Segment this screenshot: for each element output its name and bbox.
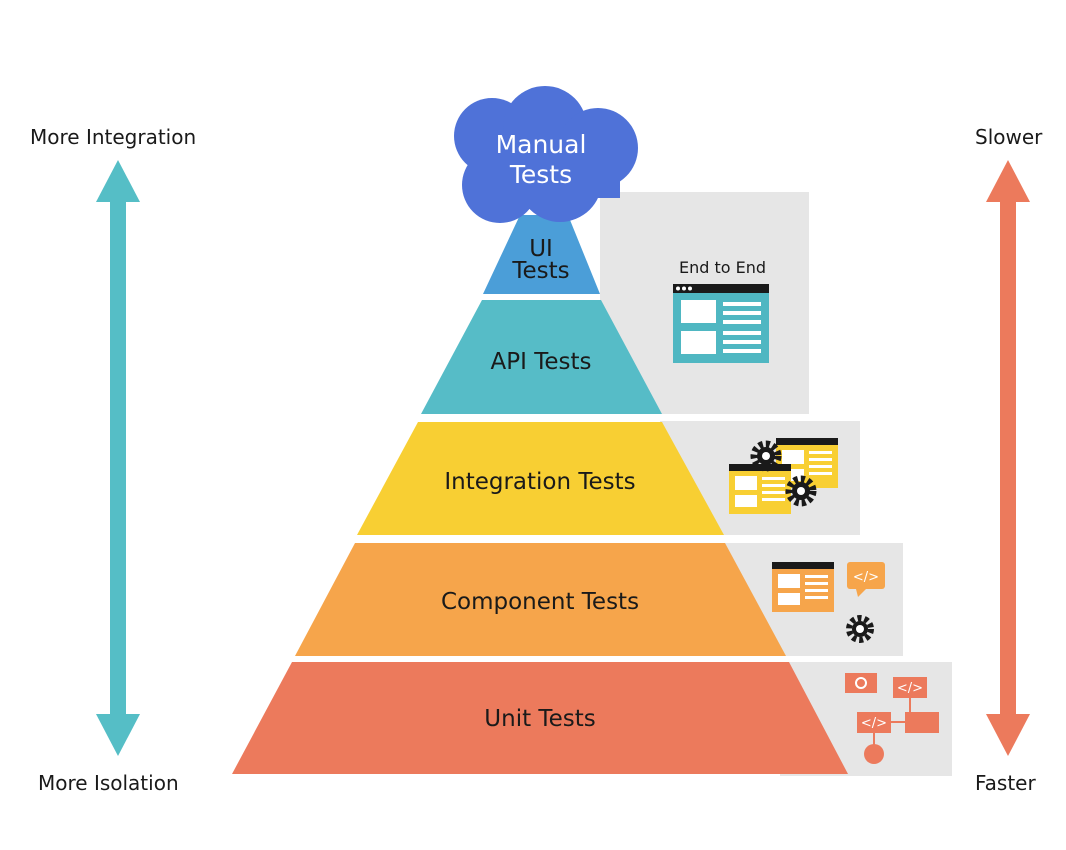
gear-icon	[750, 440, 782, 472]
gear-icon	[785, 475, 817, 507]
tier-integration-tests	[357, 422, 724, 535]
unit-code-blocks-icon: </> </>	[845, 673, 939, 764]
tier-unit-tests	[232, 662, 848, 774]
tier-api-tests	[421, 300, 662, 414]
more-integration-label: More Integration	[30, 125, 197, 149]
component-tests-label: Component Tests	[440, 589, 640, 615]
ui-tests-label: UI Tests	[512, 236, 570, 284]
code-bubble-icon: </>	[847, 562, 885, 597]
faster-label: Faster	[975, 771, 1036, 795]
svg-text:</>: </>	[861, 716, 887, 731]
more-isolation-label: More Isolation	[38, 771, 179, 795]
slower-label: Slower	[975, 125, 1043, 149]
integration-tests-label: Integration Tests	[444, 469, 636, 495]
tier-component-tests	[295, 543, 786, 656]
gear-icon	[846, 615, 874, 643]
svg-text:</>: </>	[897, 681, 923, 696]
unit-tests-label: Unit Tests	[484, 706, 596, 732]
tier-ui-tests	[483, 215, 600, 294]
manual-tests-cloud	[454, 86, 638, 223]
end-to-end-label: End to End	[679, 258, 767, 277]
component-window-icon	[772, 562, 834, 612]
integration-isolation-arrow	[96, 160, 140, 756]
svg-text:</>: </>	[853, 570, 879, 585]
browser-window-icon	[673, 284, 769, 363]
api-tests-label: API Tests	[490, 349, 592, 375]
speed-arrow	[986, 160, 1030, 756]
manual-tests-label: Manual Tests	[495, 130, 587, 189]
